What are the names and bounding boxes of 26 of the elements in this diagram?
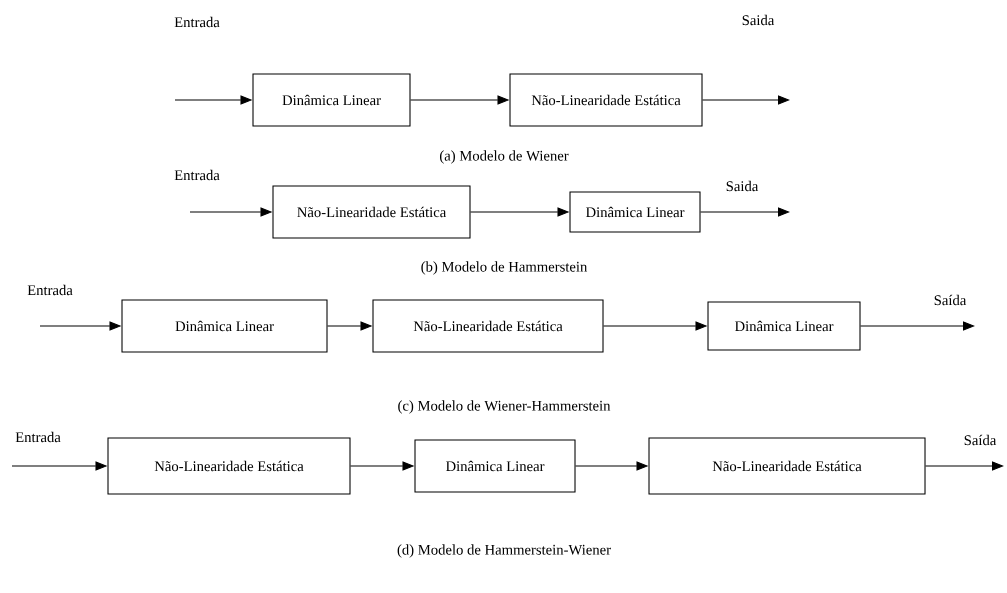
input-label: Entrada — [27, 284, 73, 296]
process-box: Não-Linearidade Estática — [272, 185, 471, 239]
process-box: Não-Linearidade Estática — [509, 73, 703, 127]
caption: (a) Modelo de Wiener — [440, 150, 569, 164]
caption: (d) Modelo de Hammerstein-Wiener — [397, 544, 611, 558]
process-box: Não-Linearidade Estática — [648, 437, 926, 495]
caption: (c) Modelo de Wiener-Hammerstein — [398, 400, 611, 414]
output-label: Saída — [934, 294, 967, 306]
arrow — [925, 461, 1004, 471]
arrow — [700, 207, 790, 217]
process-box: Não-Linearidade Estática — [372, 299, 604, 353]
input-label: Entrada — [174, 169, 220, 181]
process-box: Dinâmica Linear — [707, 301, 861, 351]
output-label: Saida — [726, 180, 759, 192]
caption: (b) Modelo de Hammerstein — [421, 261, 588, 275]
input-label: Entrada — [174, 16, 220, 28]
input-label: Entrada — [15, 431, 61, 443]
output-label: Saída — [964, 434, 997, 446]
arrow — [702, 95, 790, 105]
output-label: Saida — [742, 14, 775, 26]
arrow — [860, 321, 975, 331]
process-box: Dinâmica Linear — [121, 299, 328, 353]
process-box: Dinâmica Linear — [252, 73, 411, 127]
process-box: Dinâmica Linear — [414, 439, 576, 493]
process-box: Não-Linearidade Estática — [107, 437, 351, 495]
process-box: Dinâmica Linear — [569, 191, 701, 233]
